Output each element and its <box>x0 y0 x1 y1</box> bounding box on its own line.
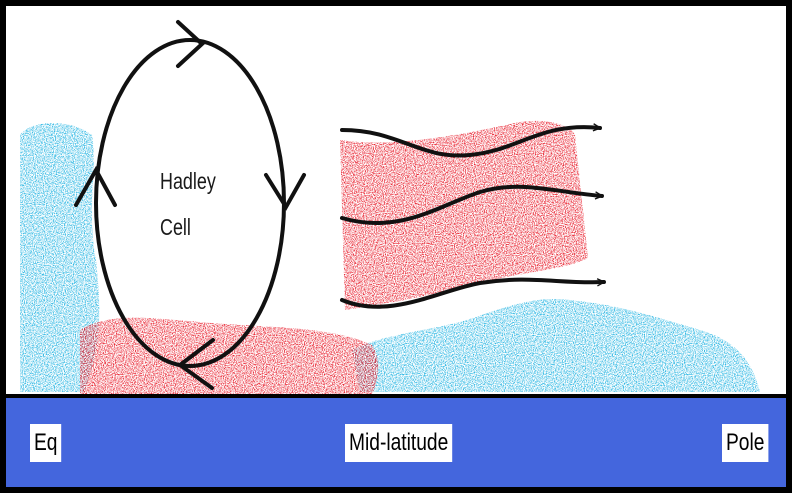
hadley-cell-label-line1: Hadley <box>160 158 216 204</box>
hadley-cell-label-line2: Cell <box>160 204 216 250</box>
hadley-cell-label: Hadley Cell <box>160 158 216 250</box>
equator-label: Eq <box>30 424 61 462</box>
mid-latitude-label: Mid-latitude <box>345 424 452 462</box>
pole-label: Pole <box>722 424 768 462</box>
